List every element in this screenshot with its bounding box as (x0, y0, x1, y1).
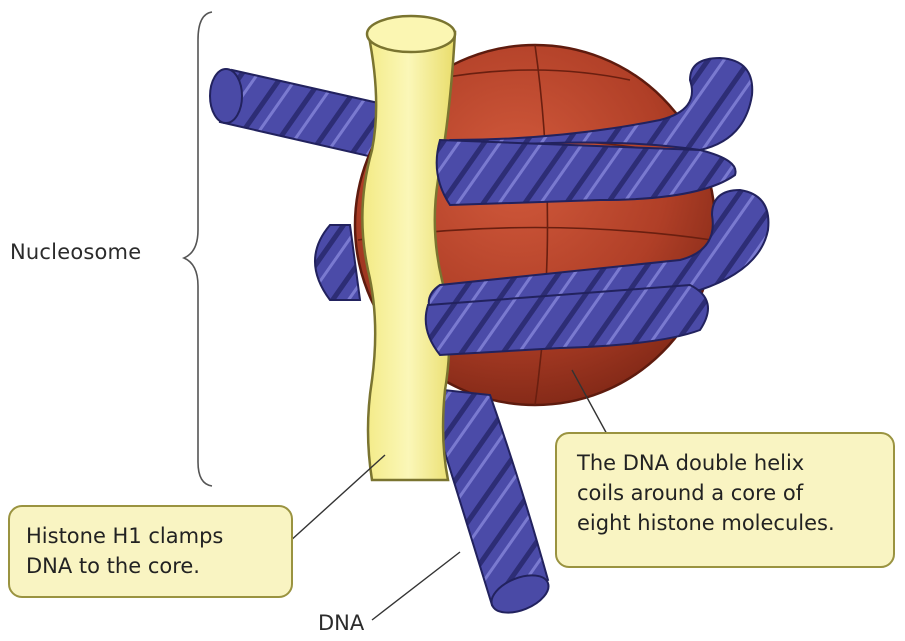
callout-line: eight histone molecules. (577, 508, 893, 538)
helix-callout: The DNA double helix coils around a core… (555, 432, 895, 568)
leader-dna (372, 552, 460, 620)
callout-line: DNA to the core. (26, 551, 291, 581)
leader-h1 (278, 455, 385, 552)
nucleosome-label: Nucleosome (10, 240, 141, 264)
callout-line: The DNA double helix (577, 448, 893, 478)
callout-line: Histone H1 clamps (26, 521, 291, 551)
nucleosome-bracket (184, 12, 212, 486)
histone-h1-callout: Histone H1 clamps DNA to the core. (8, 505, 293, 598)
callout-line: coils around a core of (577, 478, 893, 508)
dna-label: DNA (318, 611, 364, 635)
dna-back-loop (315, 225, 360, 300)
